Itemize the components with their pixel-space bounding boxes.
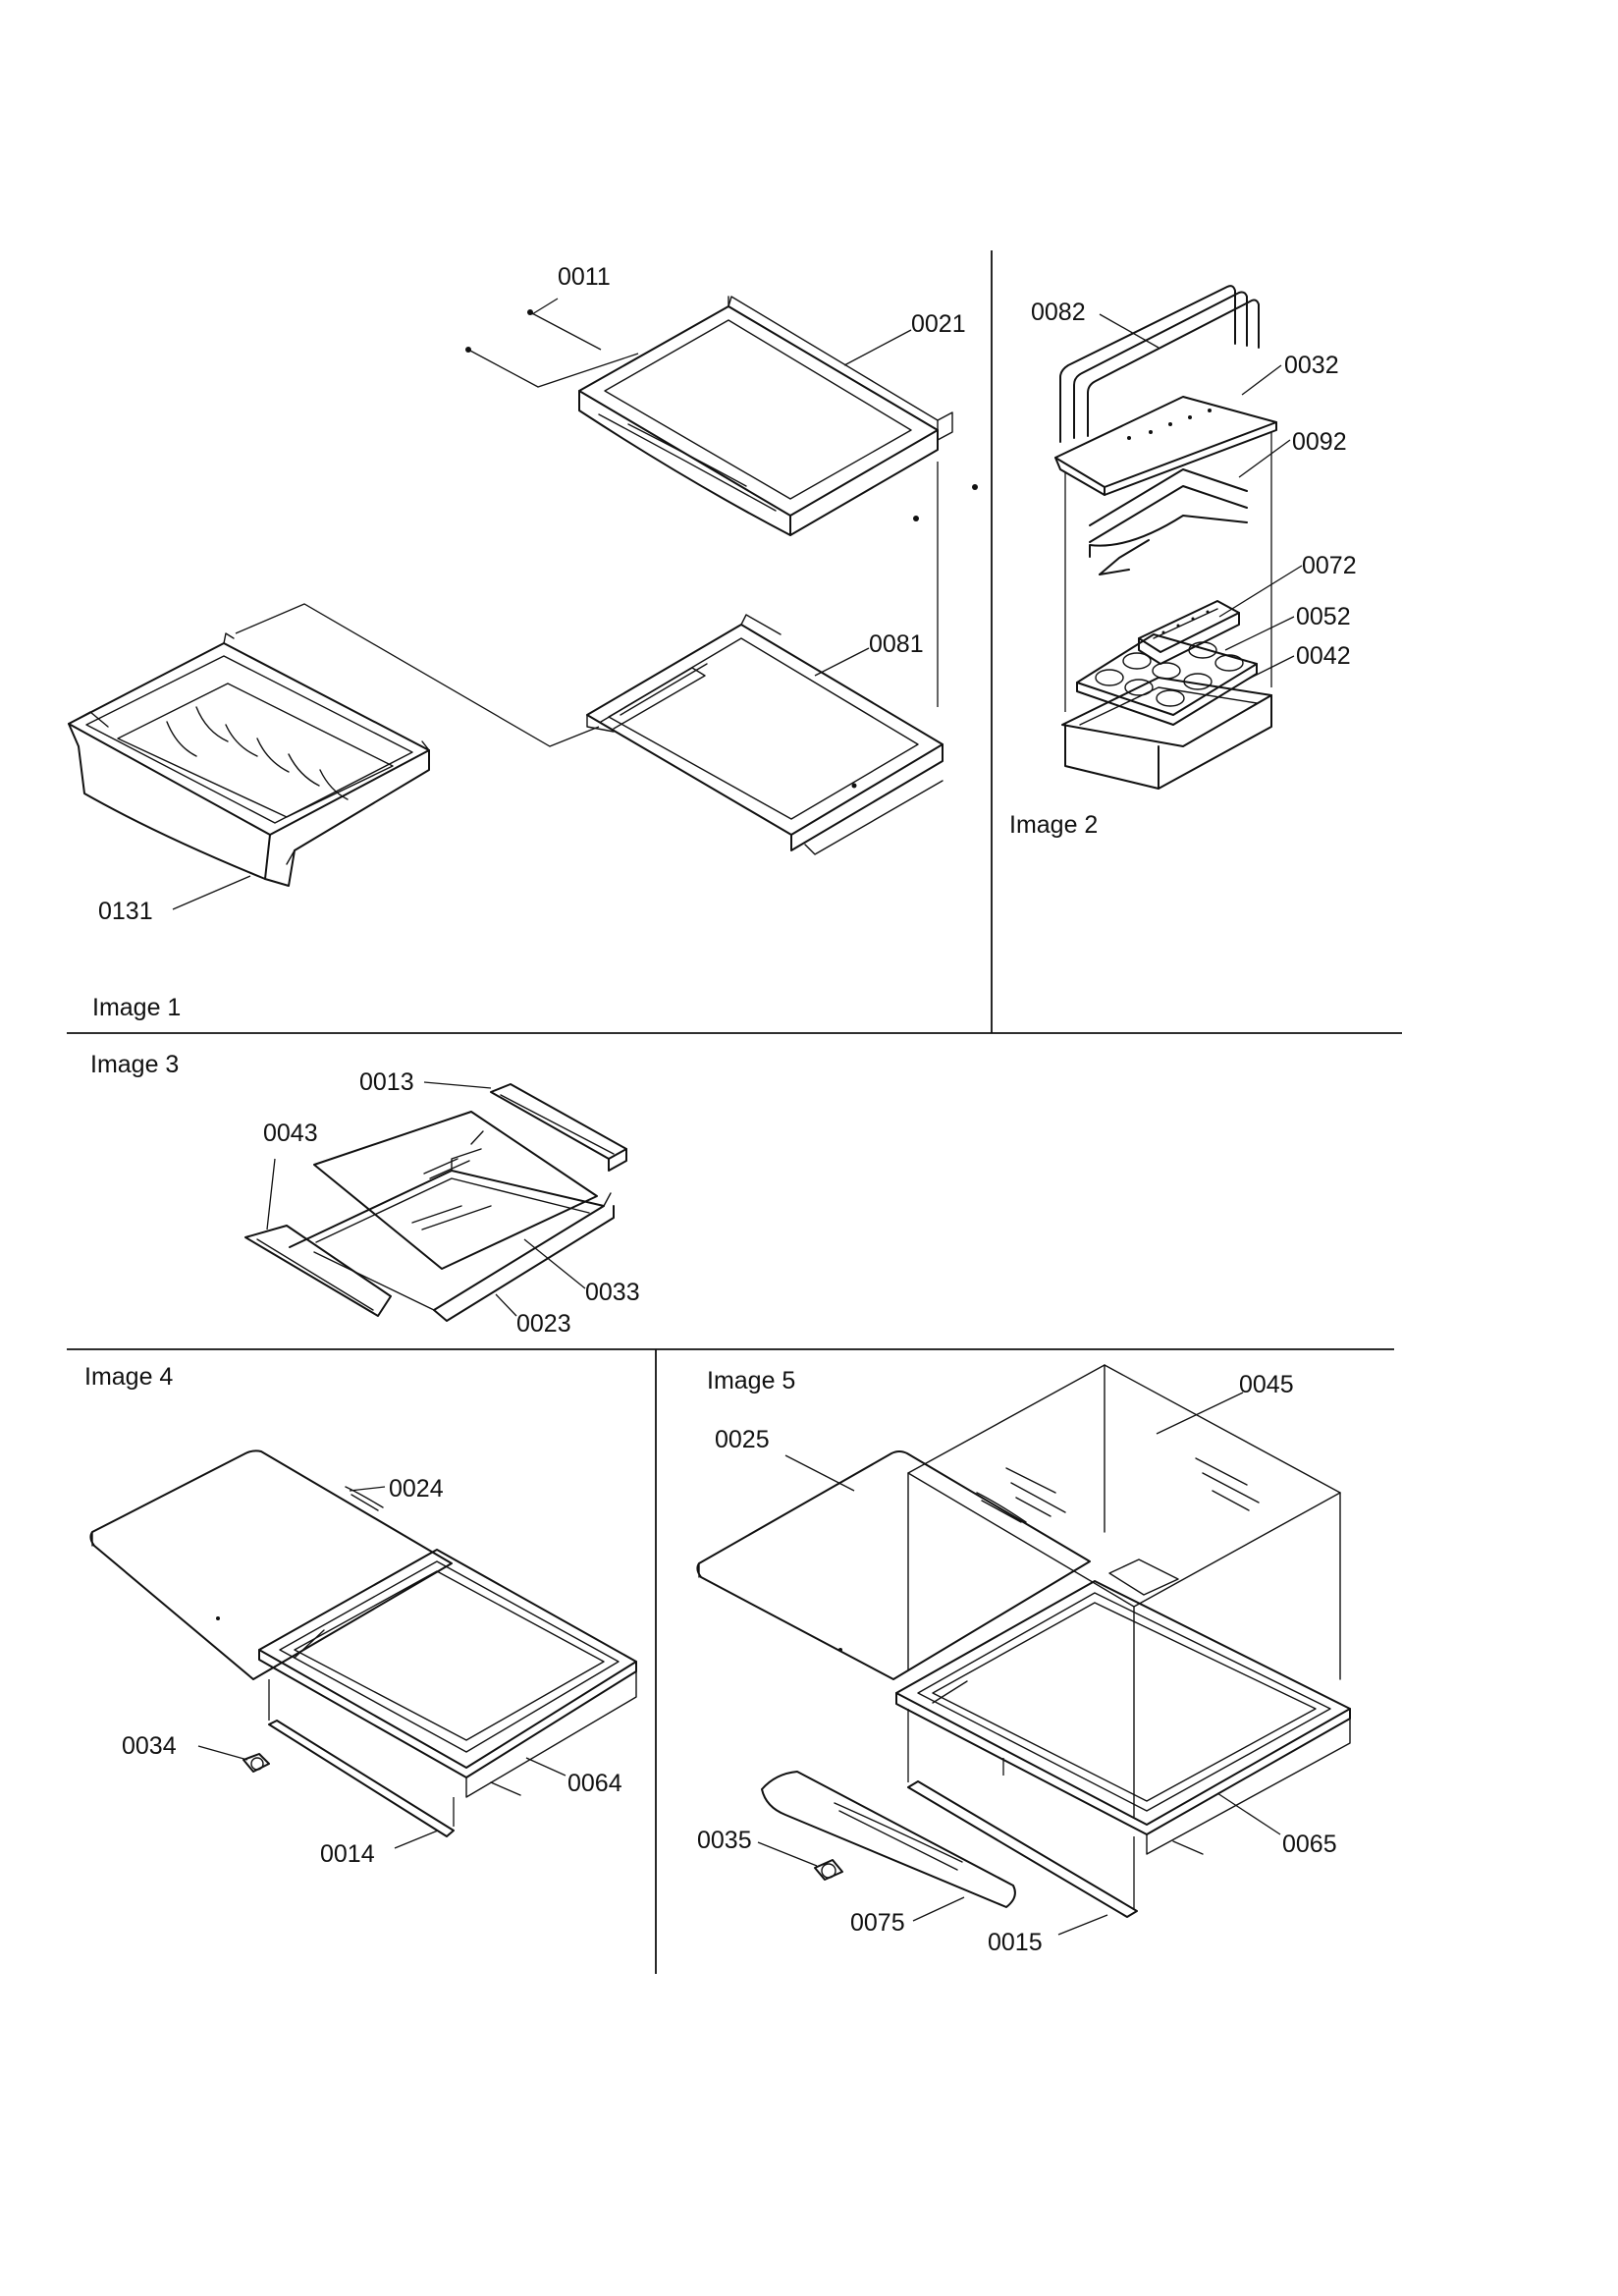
part-label-0032: 0032 xyxy=(1284,352,1339,379)
part-label-0042: 0042 xyxy=(1296,642,1351,670)
part-label-0072: 0072 xyxy=(1302,552,1357,579)
panel-image-1 xyxy=(68,296,978,887)
frame-0064 xyxy=(258,1549,637,1798)
panel-image-2 xyxy=(1054,285,1277,790)
egg-cover-0072 xyxy=(1138,600,1240,665)
shelf-0021 xyxy=(465,296,978,536)
panel-label-image-5: Image 5 xyxy=(707,1367,795,1394)
egg-tray-0052 xyxy=(1076,633,1258,726)
trim-0043 xyxy=(244,1225,392,1317)
part-label-0131: 0131 xyxy=(98,898,153,925)
trim-0015 xyxy=(907,1709,1138,1918)
part-label-0023: 0023 xyxy=(516,1310,571,1338)
panel-label-image-1: Image 1 xyxy=(92,994,181,1021)
trim-0014 xyxy=(268,1679,455,1837)
shelf-0081 xyxy=(586,614,944,855)
wire-0092 xyxy=(1089,468,1248,575)
panel-labels: Image 1 Image 2 Image 3 Image 4 Image 5 xyxy=(84,811,1098,1394)
frame-0065 xyxy=(895,1558,1351,1855)
part-label-0034: 0034 xyxy=(122,1732,177,1760)
part-label-0052: 0052 xyxy=(1296,603,1351,630)
panel-dividers xyxy=(67,250,1402,1974)
part-label-0075: 0075 xyxy=(850,1909,905,1937)
part-label-0024: 0024 xyxy=(389,1475,444,1503)
panel-image-4 xyxy=(89,1449,637,1837)
shelf-0032 xyxy=(1054,396,1277,496)
rails-0082 xyxy=(1059,285,1260,443)
part-number-labels: 0011 0021 0081 0131 0082 0032 0092 0072 … xyxy=(98,263,1357,1956)
part-label-0081: 0081 xyxy=(869,630,924,658)
part-label-0013: 0013 xyxy=(359,1068,414,1096)
part-label-0011: 0011 xyxy=(558,263,611,291)
part-label-0045: 0045 xyxy=(1239,1371,1294,1398)
glass-0024 xyxy=(89,1449,453,1680)
part-label-0033: 0033 xyxy=(585,1279,640,1306)
cover-box-0045 xyxy=(907,1364,1341,1818)
part-label-0092: 0092 xyxy=(1292,428,1347,456)
panel-label-image-3: Image 3 xyxy=(90,1051,179,1078)
part-label-0043: 0043 xyxy=(263,1120,318,1147)
crisper-drawer-0131 xyxy=(68,632,430,887)
panel-image-3 xyxy=(244,1083,627,1322)
panel-label-image-2: Image 2 xyxy=(1009,811,1098,839)
clip-0034 xyxy=(243,1753,270,1773)
glass-0025 xyxy=(696,1450,1091,1680)
part-label-0035: 0035 xyxy=(697,1827,752,1854)
trim-0075 xyxy=(761,1771,1016,1908)
part-label-0064: 0064 xyxy=(567,1770,622,1797)
part-label-0025: 0025 xyxy=(715,1426,770,1453)
glass-0033 xyxy=(313,1111,598,1270)
part-label-0015: 0015 xyxy=(988,1929,1043,1956)
frame-0023 xyxy=(289,1130,615,1322)
leader-lines xyxy=(172,298,1303,1936)
trim-0013 xyxy=(490,1083,627,1172)
part-label-0014: 0014 xyxy=(320,1840,375,1868)
clip-0035 xyxy=(814,1859,843,1881)
part-label-0082: 0082 xyxy=(1031,299,1086,326)
panel-label-image-4: Image 4 xyxy=(84,1363,173,1391)
panel-image-5 xyxy=(696,1364,1351,1918)
bin-0042 xyxy=(1061,677,1272,790)
part-label-0021: 0021 xyxy=(911,310,966,338)
part-label-0065: 0065 xyxy=(1282,1831,1337,1858)
